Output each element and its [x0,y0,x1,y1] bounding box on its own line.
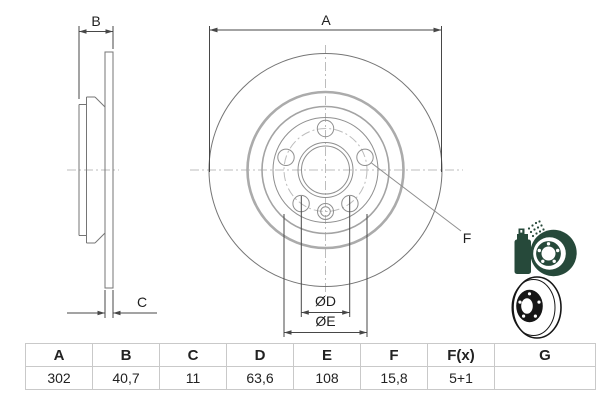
table-value: 108 [293,366,361,390]
table-header: E [293,343,361,367]
label-b: B [91,13,100,29]
table-header: G [494,343,596,367]
locating-hole [317,203,334,220]
bolt-pitch-circle [283,128,368,212]
table-header: A [25,343,93,367]
dimension-c: C [67,290,157,318]
label-oe: ØE [315,313,335,329]
label-od: ØD [315,293,336,309]
center-bore-circle [301,145,350,195]
icon-bolt-hole-dots [518,292,541,318]
table-value [494,366,596,390]
table-value: 40,7 [92,366,160,390]
dimension-a: A [209,12,442,172]
table-header-row: A B C D E F F(x) G [25,343,596,367]
dimension-b: B [78,13,114,99]
side-view: B C [67,13,157,318]
dimension-e: ØE [283,214,368,337]
bolt-hole-label-f: F [371,162,472,246]
table-header: C [159,343,227,367]
table-value: 302 [25,366,93,390]
spray-can [514,228,531,274]
table-header: B [92,343,160,367]
table-value: 5+1 [427,366,495,390]
table-value-row: 302 40,7 11 63,6 108 15,8 5+1 [25,366,596,390]
center-bore-chamfer-circle [297,142,354,198]
dimension-d: ØD [300,196,351,317]
label-a: A [321,12,331,28]
disc-plate-profile [104,51,114,289]
dimension-table: A B C D E F F(x) G 302 40,7 11 63,6 108 … [25,343,596,390]
icon-bolt-hole-dots [537,242,560,263]
brake-disc-icon [511,276,562,339]
technical-drawing: B C [67,12,577,339]
hat-step-circle [261,105,390,235]
label-f: F [463,230,472,246]
table-header: F [360,343,428,367]
table-value: 11 [159,366,227,390]
table-value: 15,8 [360,366,428,390]
hat-inner-circle [272,117,379,223]
table-header: F(x) [427,343,495,367]
spray-coating-disc-icon [514,220,577,277]
front-view: A F ØD ØE [190,12,471,337]
table-header: D [226,343,294,367]
disc-hat-profile [78,96,106,244]
label-c: C [137,294,147,310]
spray-dots [527,220,545,238]
table-value: 63,6 [226,366,294,390]
hat-outer-circle [246,90,405,250]
